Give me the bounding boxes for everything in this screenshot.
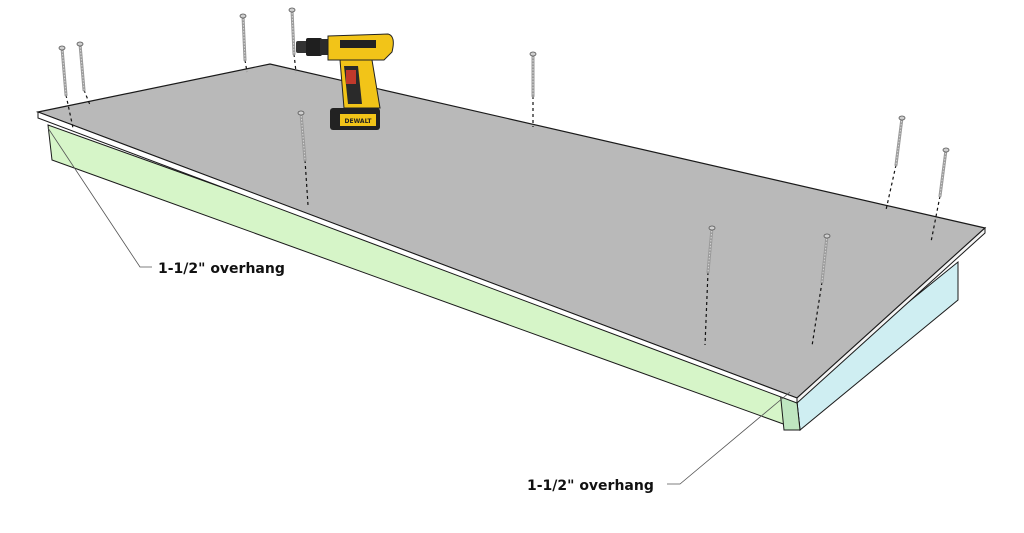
screw-thread [242,15,246,61]
plywood-end-edge [796,226,986,405]
screw-path-line [244,59,248,73]
screw-path-line [930,195,941,243]
screw-path-line [811,281,823,347]
screw-head [529,51,537,57]
screw-head [76,41,84,47]
screw-thread [895,117,903,166]
screw-head [58,45,66,51]
cordless-drill-icon: DEWALT [296,33,394,130]
left-overhang-label: 1-1/2" overhang [158,261,285,277]
plywood-top [35,63,987,399]
screw-head [898,115,906,121]
screw-icon [78,42,86,92]
screw-path-line [885,164,897,211]
screw-path-line [704,271,709,346]
drill-brand-label: DEWALT [345,118,373,125]
screw-path-line [304,159,309,206]
screw-group [58,7,950,347]
screw-thread [300,112,306,161]
screw-thread [291,9,295,55]
screw-path-line [83,89,91,106]
screw-thread [707,227,713,273]
screw-thread [61,47,67,96]
screw-icon [938,148,948,198]
right-overhang-leader [667,391,791,485]
screw-head [942,147,950,153]
screw-head [823,233,831,239]
screw-head [708,225,716,231]
screw-head [297,110,305,116]
screw-head [239,13,247,19]
screw-head [288,7,296,13]
screw-icon [820,234,829,284]
right-overhang-label: 1-1/2" overhang [527,478,654,494]
left-overhang-leader [47,127,152,268]
